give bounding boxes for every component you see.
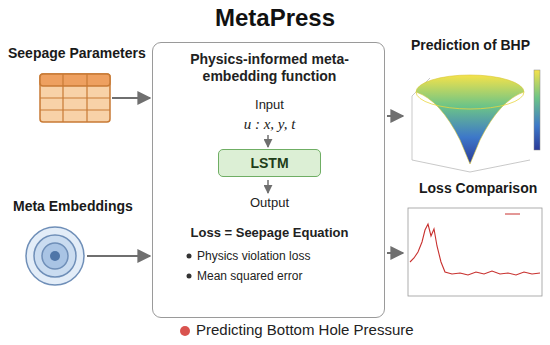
box-text: Input [161, 97, 378, 113]
embedding-circles-icon [26, 227, 84, 285]
process-box: Physics-informed meta-embedding function… [152, 42, 385, 318]
box-text: Output [161, 195, 378, 211]
diagram-title: MetaPress [0, 4, 550, 33]
box-text: u : x, y, t [161, 115, 378, 133]
connector-arrow [387, 252, 403, 254]
figure-heading: Seepage Parameters [8, 45, 146, 62]
lstm-box: LSTM [218, 149, 321, 177]
figure-node: Seepage Parameters [40, 74, 110, 122]
figure-heading: Loss Comparison [419, 180, 537, 197]
table-icon [40, 74, 110, 122]
box-text: Physics violation loss [197, 249, 378, 263]
bhp-cone-plot [412, 70, 540, 172]
figure-node: Loss Comparison [405, 206, 545, 300]
flow-arrow [267, 135, 269, 147]
figure-node: Meta Embeddings [25, 226, 85, 286]
loss-line-chart [408, 208, 542, 296]
figure-heading: Meta Embeddings [13, 198, 133, 215]
lstm-label: LSTM [250, 155, 288, 171]
figure-heading: Prediction of BHP [411, 37, 530, 54]
footer-label: Predicting Bottom Hole Pressure [196, 321, 414, 339]
bullet-dot [187, 254, 192, 259]
flow-arrow [267, 180, 269, 193]
red-dot [180, 326, 190, 336]
box-heading: Physics-informed meta-embedding function [161, 51, 378, 85]
connector-arrow [87, 255, 150, 257]
figure-node: Prediction of BHP [405, 62, 545, 170]
connector-arrow [387, 115, 403, 117]
box-text: Loss = Seepage Equation [161, 225, 378, 241]
bullet-dot [187, 274, 192, 279]
box-text: Mean squared error [197, 269, 378, 283]
connector-arrow [112, 97, 150, 99]
